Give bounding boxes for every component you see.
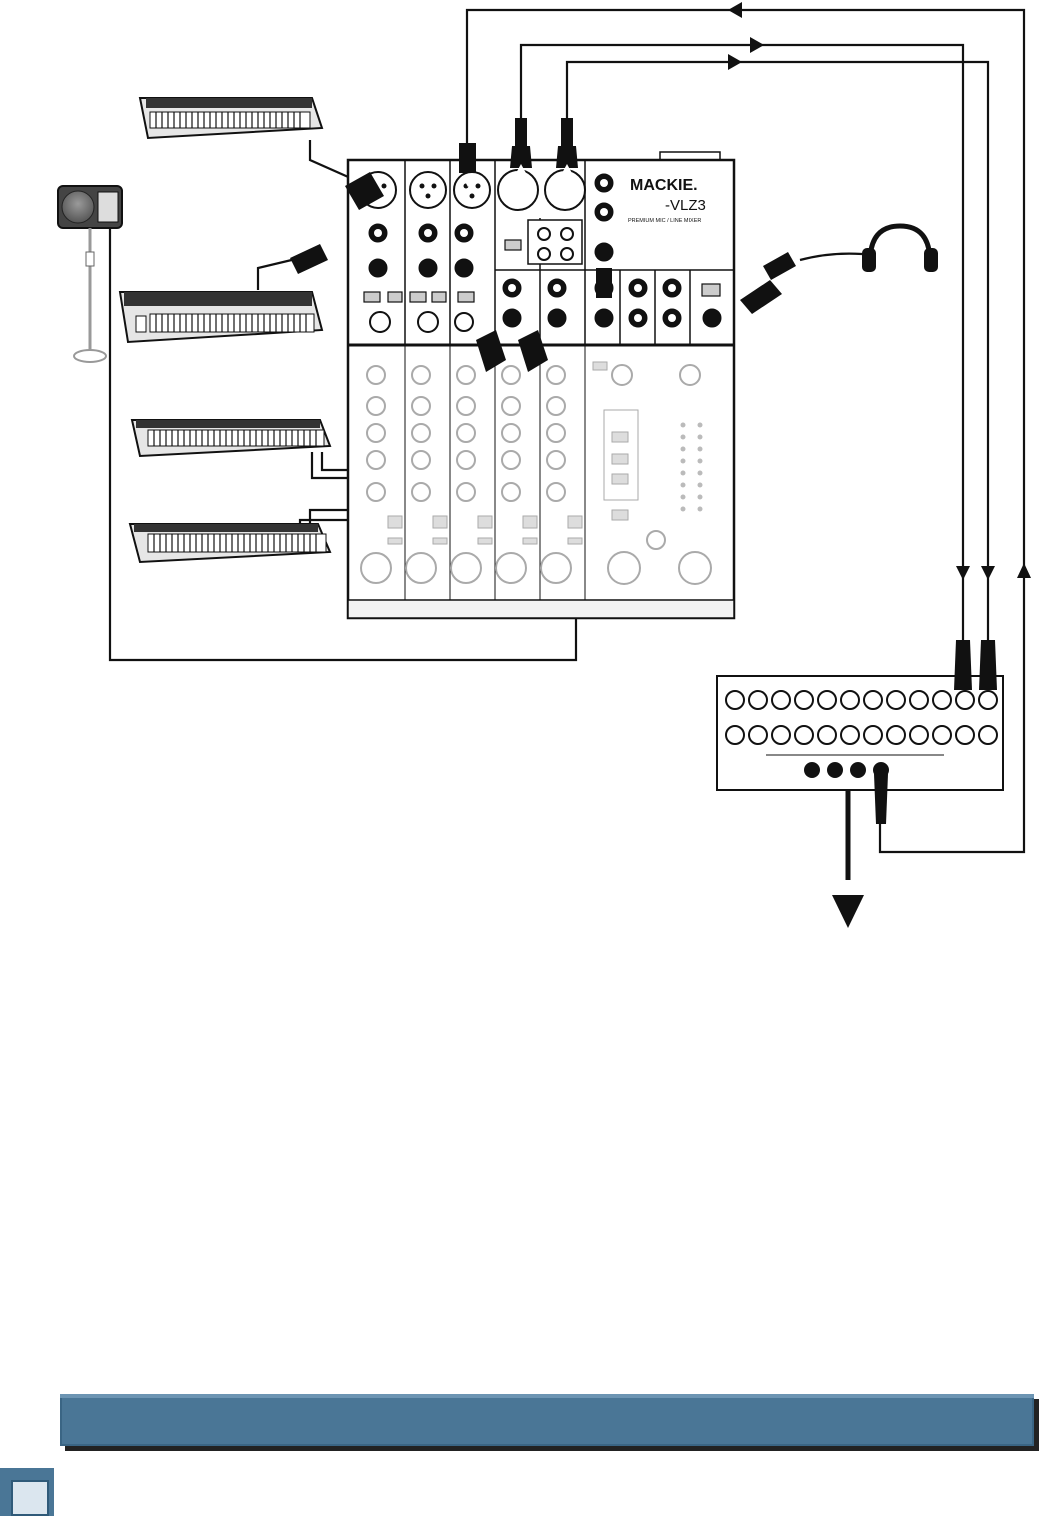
model-label: -VLZ3 [665, 197, 706, 214]
brand-logo: MACKIE. [630, 177, 698, 194]
page-badge [0, 1468, 54, 1516]
keyboard-icon [120, 292, 322, 342]
mixer-console: MACKIE. -VLZ3 PREMIUM MIC / LINE MIXER [348, 152, 734, 618]
stage-snake-icon [717, 640, 1003, 824]
headphones-icon [862, 226, 938, 272]
connection-diagram: MACKIE. -VLZ3 PREMIUM MIC / LINE MIXER [0, 0, 1041, 1390]
stage-monitor-icon [58, 186, 122, 362]
footer-bar [60, 1394, 1034, 1446]
keyboard-icon [140, 98, 322, 138]
keyboard-icon [132, 420, 330, 456]
mixer-subtitle: PREMIUM MIC / LINE MIXER [628, 218, 701, 224]
keyboard-icon [130, 524, 330, 562]
page-badge-inner [11, 1480, 49, 1516]
